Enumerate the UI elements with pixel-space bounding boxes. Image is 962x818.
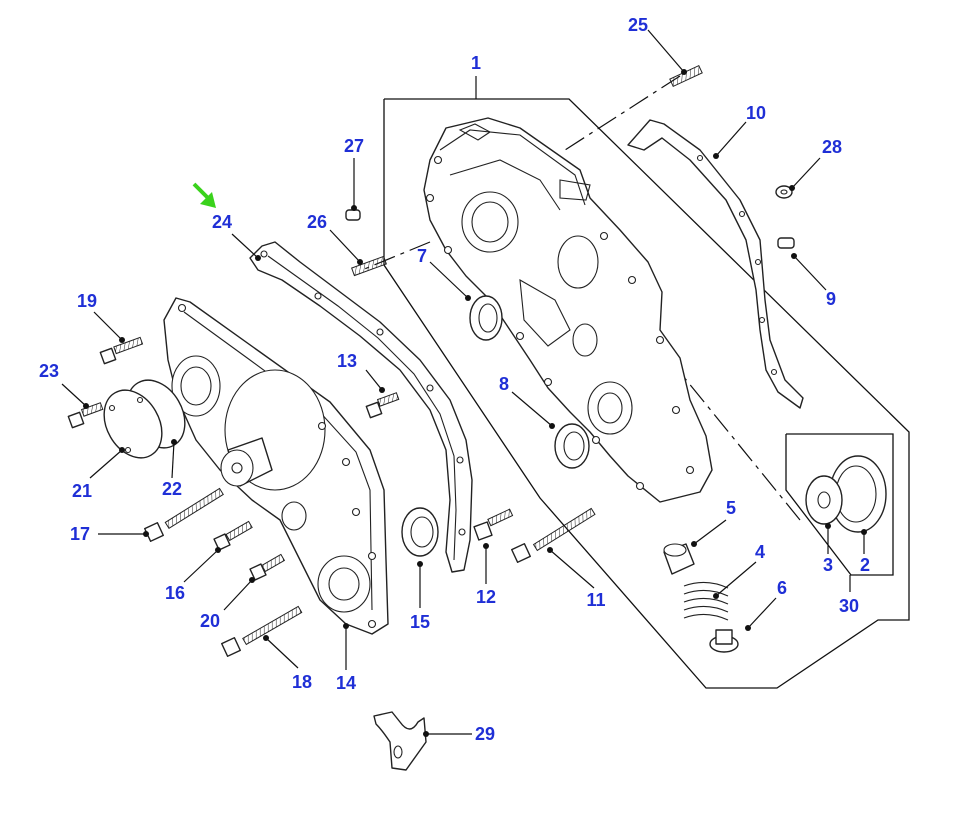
callout-25: 25	[628, 15, 648, 35]
alignment-line	[361, 241, 431, 271]
oil-seal-15	[401, 507, 439, 557]
callout-30: 30	[839, 596, 859, 616]
cover-plate	[103, 379, 186, 459]
alignment-line	[669, 359, 801, 521]
cover-gasket	[249, 241, 473, 573]
callout-labels: 1 25 10 28 9 27 26 24 7 8 19 23 13 21 22…	[39, 15, 870, 744]
bolt-12	[473, 508, 514, 541]
callout-2: 2	[860, 555, 870, 575]
callout-4: 4	[755, 542, 765, 562]
callout-13: 13	[337, 351, 357, 371]
stud-25	[669, 64, 703, 88]
callout-15: 15	[410, 612, 430, 632]
callout-17: 17	[70, 524, 90, 544]
relief-valve-spring	[683, 581, 729, 621]
callout-23: 23	[39, 361, 59, 381]
callout-8: 8	[499, 374, 509, 394]
callout-27: 27	[344, 136, 364, 156]
callout-21: 21	[72, 481, 92, 501]
alignment-line	[564, 75, 681, 151]
assembly-frame-1	[383, 98, 910, 689]
bolt-19	[99, 336, 144, 365]
bolt-18	[220, 605, 303, 658]
callout-22: 22	[162, 479, 182, 499]
callout-5: 5	[726, 498, 736, 518]
assembly-frame-30	[785, 433, 894, 576]
oil-pump-gears	[805, 455, 887, 533]
callout-12: 12	[476, 587, 496, 607]
relief-valve-plunger	[709, 629, 739, 653]
callout-24: 24	[212, 212, 232, 232]
bolt-23	[67, 402, 104, 429]
relief-valve-cap	[663, 543, 695, 575]
callout-11: 11	[586, 590, 605, 610]
side-gasket	[627, 119, 804, 409]
stud-26	[351, 255, 387, 277]
callout-20: 20	[200, 611, 220, 631]
front-cover	[163, 297, 389, 635]
green-arrow-icon	[192, 182, 216, 208]
callout-7: 7	[417, 246, 427, 266]
callout-19: 19	[77, 291, 97, 311]
callout-28: 28	[822, 137, 842, 157]
dowel-9	[777, 237, 795, 249]
callout-26: 26	[307, 212, 327, 232]
bolt-17	[143, 487, 224, 543]
bolt-11	[510, 507, 596, 564]
bolt-20	[249, 553, 286, 581]
callout-3: 3	[823, 555, 833, 575]
oil-seal-7	[469, 295, 503, 341]
callout-6: 6	[777, 578, 787, 598]
callout-16: 16	[165, 583, 185, 603]
callout-10: 10	[746, 103, 766, 123]
washer-28	[775, 185, 793, 199]
callout-14: 14	[336, 673, 356, 693]
callout-1: 1	[471, 53, 481, 73]
bracket-29	[373, 711, 427, 771]
callout-9: 9	[826, 289, 836, 309]
bolt-13	[365, 392, 400, 419]
callout-18: 18	[292, 672, 312, 692]
front-housing	[423, 117, 713, 503]
leader-lines	[61, 29, 867, 737]
bolt-16	[213, 520, 253, 551]
oil-seal-8	[554, 423, 590, 469]
callout-29: 29	[475, 724, 495, 744]
dowel-27	[345, 209, 361, 221]
